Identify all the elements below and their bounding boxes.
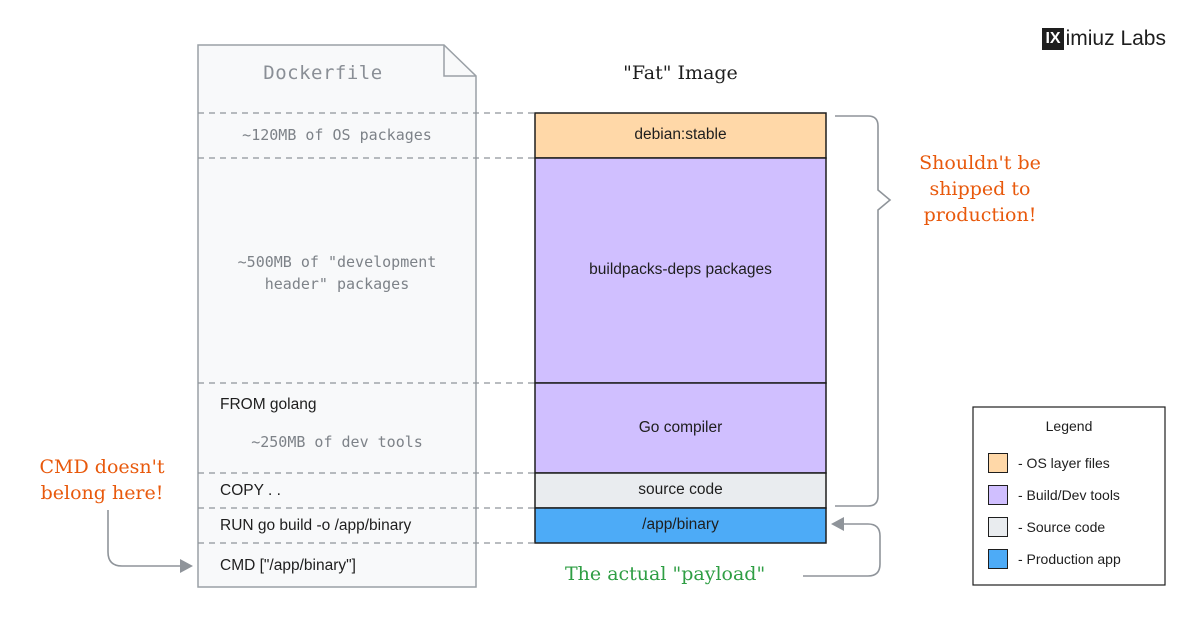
layer-debian: debian:stable [634,126,727,144]
legend-label: - OS layer files [1018,455,1110,471]
layer-buildpacks-rect [534,157,827,384]
fat-image-title: "Fat" Image [623,62,738,84]
layer-app-binary: /app/binary [642,516,719,534]
brand-mark: IX [1042,28,1064,50]
legend-item-build: - Build/Dev tools [988,485,1120,505]
legend-item-os: - OS layer files [988,453,1110,473]
legend-swatch-build [988,485,1008,505]
copy-instruction: COPY . . [220,482,281,499]
legend-item-production: - Production app [988,549,1121,569]
payload-note: The actual "payload" [565,563,766,585]
legend-label: - Build/Dev tools [1018,487,1120,503]
payload-arrow-head [831,517,844,531]
layer-go-compiler: Go compiler [638,418,723,436]
not-production-note: Shouldn't be shipped to production! [919,152,1041,227]
brace [835,115,892,507]
layer-buildpacks: buildpacks-deps packages [589,261,772,279]
legend-label: - Source code [1018,519,1106,535]
legend-label: - Production app [1018,551,1121,567]
run-instruction: RUN go build -o /app/binary [220,517,412,534]
cmd-arrow-line [107,510,186,567]
dev-header-note: ~500MB of "development header" packages [237,253,437,293]
legend-swatch-source [988,517,1008,537]
layer-go-compiler-rect [534,382,827,474]
cmd-note: CMD doesn't belong here! [39,456,165,505]
page-fold [443,45,476,77]
dockerfile-title: Dockerfile [263,62,383,84]
legend-swatch-production [988,549,1008,569]
legend-swatch-os [988,453,1008,473]
payload-arrow-line [803,523,881,577]
legend-title: Legend [1045,418,1093,434]
cmd-arrow-head [180,559,193,573]
layer-source-rect [534,472,827,509]
layer-source-code: source code [638,481,723,499]
dev-tools-note: ~250MB of dev tools [251,433,423,451]
cmd-instruction: CMD ["/app/binary"] [220,557,356,574]
legend-item-source: - Source code [988,517,1105,537]
brand-text: imiuz Labs [1065,27,1166,50]
os-packages-note: ~120MB of OS packages [242,126,432,144]
dockerfile-page [197,44,477,588]
from-instruction: FROM golang [220,396,317,413]
layer-binary-rect [534,507,827,544]
brand-logo: IX imiuz Labs [1042,27,1166,51]
dashed-separators [198,112,535,544]
